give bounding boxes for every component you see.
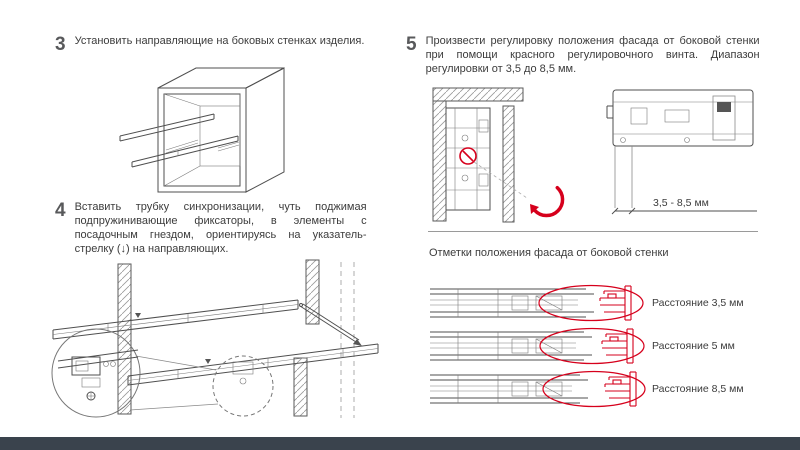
facade-profile-red [599,285,632,321]
step-4-text: Вставить трубку синхронизации, чуть подж… [74,201,367,255]
footer-bar [0,437,800,450]
section-divider [428,231,758,232]
cabinet-slides-diagram [119,67,285,193]
distance-label-5mm: Расстояние 5 мм [652,340,735,352]
rotation-arrow [532,185,565,218]
sync-tube-diagram [51,259,379,418]
step-4-number: 4 [55,200,66,221]
step-3-number: 3 [55,34,66,55]
facade-position-diagram-3-5mm [430,284,644,322]
step-5: 5 Произвести регулировку положения фасад… [406,34,762,76]
highlight-ellipse [538,284,644,322]
distance-label-3-5mm: Расстояние 3,5 мм [652,297,744,309]
marks-section-title: Отметки положения фасада от боковой стен… [429,247,669,259]
highlight-ellipse [539,327,645,365]
facade-adjustment-diagram [432,87,757,223]
step-5-text: Произвести регулировку положения фасада … [425,35,760,75]
red-adjustment-screw [459,147,477,165]
step-4: 4 Вставить трубку синхронизации, чуть по… [55,200,377,256]
dimension-label: 3,5 - 8,5 мм [653,197,709,209]
step-5-number: 5 [406,34,417,55]
facade-position-diagram-5mm [430,327,645,365]
facade-position-diagram-8-5mm [430,370,646,408]
facade-profile-red [604,371,637,407]
step-3: 3 Установить направляющие на боковых сте… [55,34,377,54]
highlight-ellipse [542,370,646,408]
step-3-text: Установить направляющие на боковых стенк… [74,35,365,47]
distance-label-8-5mm: Расстояние 8,5 мм [652,383,744,395]
